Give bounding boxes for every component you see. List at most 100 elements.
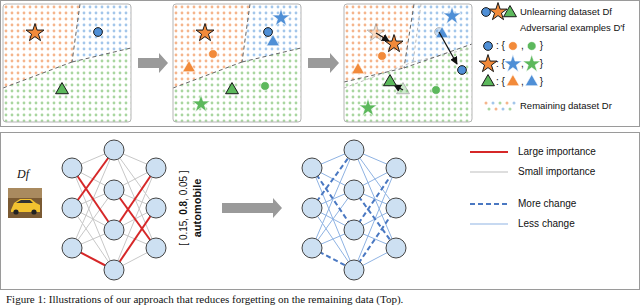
data-point <box>432 86 441 95</box>
legend-text: Less change <box>518 218 575 230</box>
neuron <box>344 140 364 160</box>
neuron <box>62 238 82 258</box>
decision-boundary <box>242 4 250 62</box>
mapping-symbol: , <box>521 76 524 88</box>
data-point <box>272 9 290 26</box>
predicted-probability: 0.8 <box>178 201 189 215</box>
step-arrow <box>308 53 339 73</box>
neuron <box>104 180 124 200</box>
legend-text: Small importance <box>518 166 595 178</box>
neuron <box>302 198 322 218</box>
weight-line <box>312 150 354 208</box>
weight-line <box>114 208 156 270</box>
dataset-label: Df <box>17 168 29 182</box>
data-point <box>26 24 44 41</box>
car-wheel <box>31 209 36 214</box>
neuron <box>386 198 406 218</box>
data-point <box>458 66 467 75</box>
data-point <box>183 61 196 72</box>
legend-text: Remaining dataset Dr <box>520 101 612 112</box>
decision-boundary <box>72 4 80 62</box>
legend-text: More change <box>518 198 576 210</box>
remaining-dot <box>506 102 509 105</box>
region-panel <box>344 4 472 122</box>
neuron <box>302 158 322 178</box>
old-boundary <box>413 4 421 62</box>
shift-arrow <box>439 32 457 64</box>
data-point <box>264 28 273 37</box>
weight-line <box>72 150 114 208</box>
data-point <box>94 28 103 37</box>
remaining-dot <box>488 108 491 111</box>
neuron <box>104 260 124 280</box>
remaining-dot <box>492 102 495 105</box>
data-point <box>504 55 522 72</box>
neuron <box>104 140 124 160</box>
photo-sky <box>8 188 42 198</box>
photo <box>8 188 42 218</box>
legend-samples <box>470 3 541 224</box>
car-wheel <box>13 209 18 214</box>
panel-border <box>3 4 131 122</box>
car-window <box>16 200 33 203</box>
neuron <box>386 158 406 178</box>
mapping-symbol: : { <box>496 58 505 70</box>
data-point <box>352 63 365 74</box>
remaining-dot <box>485 102 488 105</box>
decision-boundary <box>404 4 414 68</box>
data-point <box>359 99 377 116</box>
data-point <box>56 83 69 94</box>
step-arrow <box>138 53 168 73</box>
bottom-panel-frame <box>1 133 640 290</box>
mapping-symbol: } <box>540 40 543 52</box>
data-point <box>209 50 218 59</box>
neuron <box>104 220 124 240</box>
data-point <box>384 75 397 86</box>
legend-text: Unlearning dataset Df <box>520 7 612 18</box>
neuron <box>344 180 364 200</box>
neuron <box>62 198 82 218</box>
data-point <box>523 55 541 72</box>
weight-line <box>354 208 396 270</box>
data-point <box>479 55 497 72</box>
panel-border <box>344 4 472 122</box>
panel-border <box>173 4 301 122</box>
region-panel <box>173 4 301 122</box>
data-point <box>196 24 214 41</box>
remaining-dot <box>502 108 505 111</box>
line-sample <box>470 203 508 205</box>
neuron <box>344 220 364 240</box>
decision-boundary <box>242 48 301 62</box>
output-vector: [ 0.15,0.8, 0.05 ] <box>173 170 191 245</box>
mapping-symbol: : { <box>496 40 505 52</box>
neuron <box>146 198 166 218</box>
step-arrow <box>222 198 282 218</box>
neuron <box>302 238 322 258</box>
output-class: automobile <box>191 170 203 245</box>
data-point <box>509 42 518 51</box>
mapping-symbol: , <box>521 40 524 52</box>
remaining-dot <box>513 102 516 105</box>
data-point <box>378 52 387 61</box>
weight-line <box>114 168 156 230</box>
mapping-symbol: } <box>540 58 543 70</box>
data-point <box>367 24 385 41</box>
class-region <box>173 48 301 122</box>
top-panel-frame <box>1 1 640 127</box>
data-point <box>192 95 210 112</box>
mapping-symbol: , <box>521 58 524 70</box>
data-point <box>527 42 536 51</box>
data-point <box>261 82 270 91</box>
line-sample <box>470 224 508 225</box>
data-point <box>506 75 519 86</box>
decision-boundary <box>404 44 472 68</box>
updated-network <box>302 140 406 280</box>
legend-text: Large importance <box>518 146 596 158</box>
probability-value: , 0.05 ] <box>178 170 189 201</box>
data-point <box>525 75 538 86</box>
figure-caption: Figure 1: Illustrations of our approach … <box>6 293 403 306</box>
remaining-dot <box>499 102 502 105</box>
remaining-dot <box>509 108 512 111</box>
network <box>62 140 166 280</box>
